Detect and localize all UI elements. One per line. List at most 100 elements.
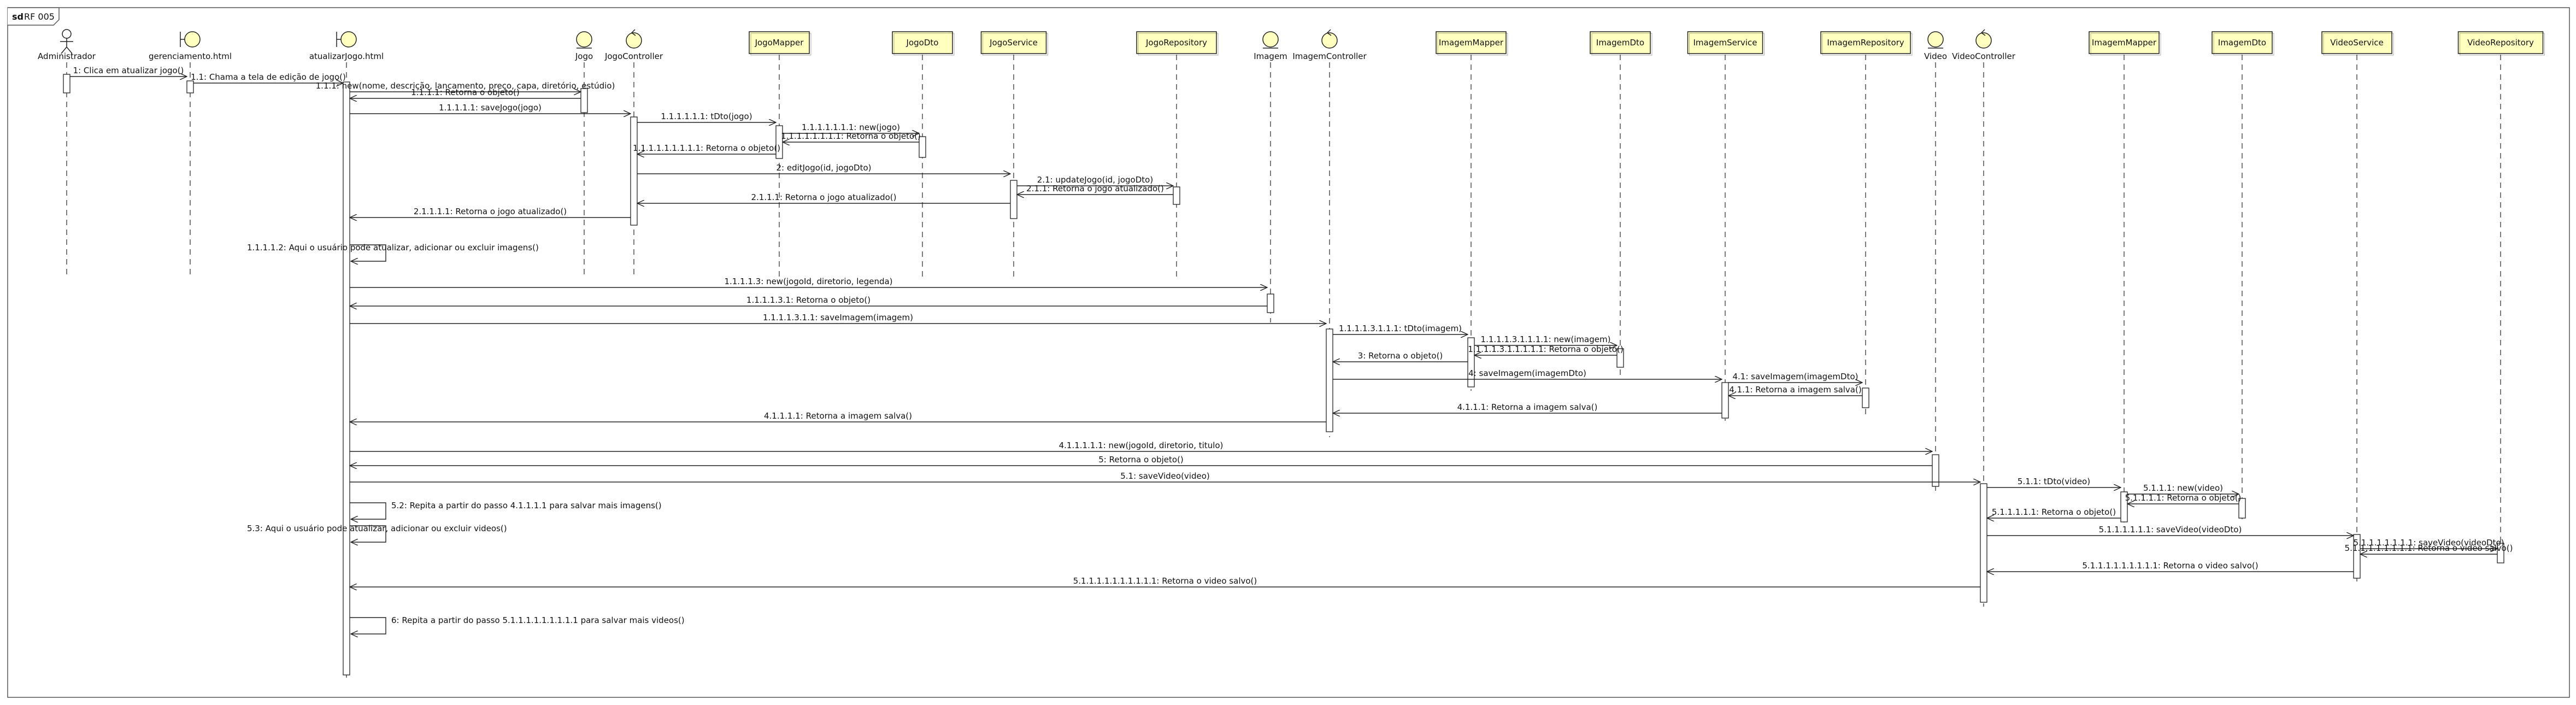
activation-jogoMapper <box>775 125 783 159</box>
message-arrow <box>350 525 386 542</box>
call-message: 1.1.1.1.1.1.1: new(jogo) <box>783 122 919 133</box>
reply-message: 1.1.1.1.3.1: Retorna o objeto() <box>350 295 1267 306</box>
message-label: 1.1.1.1.3.1.1.1.1: new(imagem) <box>1481 334 1611 344</box>
message-label: 5.2: Repita a partir do passo 4.1.1.1.1 … <box>391 501 662 510</box>
participant-label: ImagemMapper <box>1439 38 1504 48</box>
activation-admin <box>63 74 70 93</box>
activation-imagemController <box>1326 328 1333 432</box>
participant-videoDto: ImagemDto <box>2212 31 2274 56</box>
call-message: 2.1: updateJogo(id, jogoDto) <box>1017 175 1173 186</box>
participant-label: JogoService <box>989 38 1038 48</box>
participant-box <box>2212 31 2273 54</box>
message-label: 5.1.1.1.1.1.1.1.1: Retorna o video salvo… <box>2345 543 2513 553</box>
call-message: 1.1.1.1.3.1.1: saveImagem(imagem) <box>350 313 1326 324</box>
message-label: 1.1.1.1.3: new(jogoId, diretorio, legend… <box>724 277 892 286</box>
participant-box <box>892 31 953 54</box>
participant-label: Administrador <box>38 51 96 61</box>
participant-jogo: Jogo <box>575 31 593 61</box>
message-label: 5.1.1.1.1.1: Retorna o objeto() <box>1992 507 2116 517</box>
frame-tab <box>8 7 60 26</box>
participant-admin: Administrador <box>38 29 96 61</box>
self-message: 1.1.1.1.2: Aqui o usuário pode atualizar… <box>247 243 539 261</box>
participant-label: JogoController <box>604 51 663 61</box>
participant-box <box>1590 31 1651 54</box>
message-arrow <box>350 244 386 261</box>
message-label: 1.1.1.1.1.1.1.1: Retorna o objeto() <box>781 131 921 141</box>
message-label: 3: Retorna o objeto() <box>1358 351 1443 361</box>
participant-box <box>2321 31 2392 54</box>
participant-imagemController: ImagemController <box>1292 29 1367 61</box>
participant-jogoController: JogoController <box>604 29 663 61</box>
call-message: 1: Clica em atualizar jogo() <box>70 66 187 77</box>
activation-jogoController <box>630 116 638 226</box>
participant-videoController: VideoController <box>1952 29 2016 61</box>
reply-message: 4.1.1: Retorna a imagem salva() <box>1728 385 1862 396</box>
reply-message: 1.1.1.1.1.1.1.1.1: Retorna o objeto() <box>633 143 780 154</box>
message-label: 4.1.1.1.1.1: new(jogoId, diretorio, titu… <box>1059 440 1224 450</box>
participant-label: Jogo <box>575 51 593 61</box>
participant-box <box>1820 31 1911 54</box>
participant-label: atualizarJogo.html <box>309 51 384 61</box>
reply-message: 5.1.1.1.1.1.1.1.1.1: Retorna o video sal… <box>1987 561 2354 572</box>
call-message: 5.1.1.1.1.1.1.1: saveVideo(videoDto) <box>2354 538 2504 549</box>
reply-message: 1.1.1.1.3.1.1.1.1.1: Retorna o objeto() <box>1468 344 1624 355</box>
message-label: 1.1.1.1.1.1.1.1.1: Retorna o objeto() <box>633 143 780 153</box>
participant-box <box>980 31 1047 54</box>
participant-jogoRepository: JogoRepository <box>1136 31 1219 56</box>
activation-imagemDto <box>1616 348 1624 368</box>
message-label: 5.1.1.1.1.1.1.1: saveVideo(videoDto) <box>2354 538 2504 548</box>
self-message: 5.3: Aqui o usuário pode atualizar, adic… <box>247 524 507 542</box>
frame-keyword: sd <box>12 11 23 22</box>
message-label: 1.1: Chama a tela de edição de jogo() <box>191 72 346 82</box>
activation-imagem <box>1267 293 1274 313</box>
message-label: 4.1.1: Retorna a imagem salva() <box>1729 385 1861 395</box>
participant-label: ImagemMapper <box>2092 38 2157 48</box>
call-message: 1.1: Chama a tela de edição de jogo() <box>191 72 346 83</box>
diagram-frame <box>7 7 2570 698</box>
participant-label: ImagemDto <box>1596 38 1644 48</box>
participant-imagemMapper: ImagemMapper <box>1436 31 1508 56</box>
participant-jogoDto: JogoDto <box>892 31 955 56</box>
participant-video: Video <box>1924 31 1947 61</box>
message-label: 1.1.1: new(nome, descrição, lancamento, … <box>316 81 615 91</box>
participant-imagemService: ImagemService <box>1687 31 1765 56</box>
reply-message: 4.1.1.1.1: Retorna a imagem salva() <box>350 411 1326 422</box>
activation-gerenciamento <box>186 80 194 93</box>
reply-message: 2.1.1: Retorna o jogo atualizado() <box>1017 184 1173 195</box>
actor-icon <box>62 29 72 39</box>
message-label: 4.1.1.1.1: Retorna a imagem salva() <box>764 411 912 421</box>
self-message: 5.2: Repita a partir do passo 4.1.1.1.1 … <box>350 501 662 519</box>
participant-label: JogoRepository <box>1145 38 1207 48</box>
message-label: 2.1.1.1.1: Retorna o jogo atualizado() <box>414 207 567 216</box>
participant-box <box>1436 31 1507 54</box>
participant-box <box>1136 31 1217 54</box>
participant-label: ImagemRepository <box>1827 38 1904 48</box>
reply-message: 5: Retorna o objeto() <box>350 455 1932 466</box>
participant-label: Imagem <box>1254 51 1287 61</box>
call-message: 1.1.1.1.3: new(jogoId, diretorio, legend… <box>350 277 1267 287</box>
call-message: 1.1.1.1.1.1: tDto(jogo) <box>637 111 776 122</box>
participant-jogoMapper: JogoMapper <box>749 31 811 56</box>
participant-label: VideoService <box>2330 38 2383 48</box>
message-label: 1.1.1.1: Retorna o objeto() <box>411 87 520 97</box>
participant-imagem: Imagem <box>1254 31 1287 61</box>
activation-videoRepository <box>2497 543 2504 563</box>
participant-videoService: VideoService <box>2321 31 2394 56</box>
message-label: 4: saveImagem(imagemDto) <box>1468 368 1586 378</box>
call-message: 1.1.1.1.3.1.1.1.1: new(imagem) <box>1474 334 1617 345</box>
activation-video <box>1932 454 1939 487</box>
message-label: 1.1.1.1.1: saveJogo(jogo) <box>439 103 542 113</box>
activation-imagemRepository <box>1862 387 1869 408</box>
message-label: 5.1.1.1.1.1.1.1.1.1.1: Retorna o video s… <box>1073 576 1257 586</box>
message-label: 2.1: updateJogo(id, jogoDto) <box>1037 175 1153 185</box>
participant-gerenciamento: gerenciamento.html <box>149 31 232 61</box>
participant-atualizar: atualizarJogo.html <box>309 31 384 61</box>
reply-message: 2.1.1.1.1: Retorna o jogo atualizado() <box>350 207 631 218</box>
message-label: 5.1.1.1: new(video) <box>2143 483 2223 493</box>
call-message: 4.1.1.1.1.1: new(jogoId, diretorio, titu… <box>350 440 1932 451</box>
control-icon <box>1321 32 1338 49</box>
participant-label: VideoController <box>1952 51 2016 61</box>
message-label: 1: Clica em atualizar jogo() <box>73 66 184 75</box>
reply-message: 5.1.1.1.1: Retorna o objeto() <box>2125 493 2241 504</box>
